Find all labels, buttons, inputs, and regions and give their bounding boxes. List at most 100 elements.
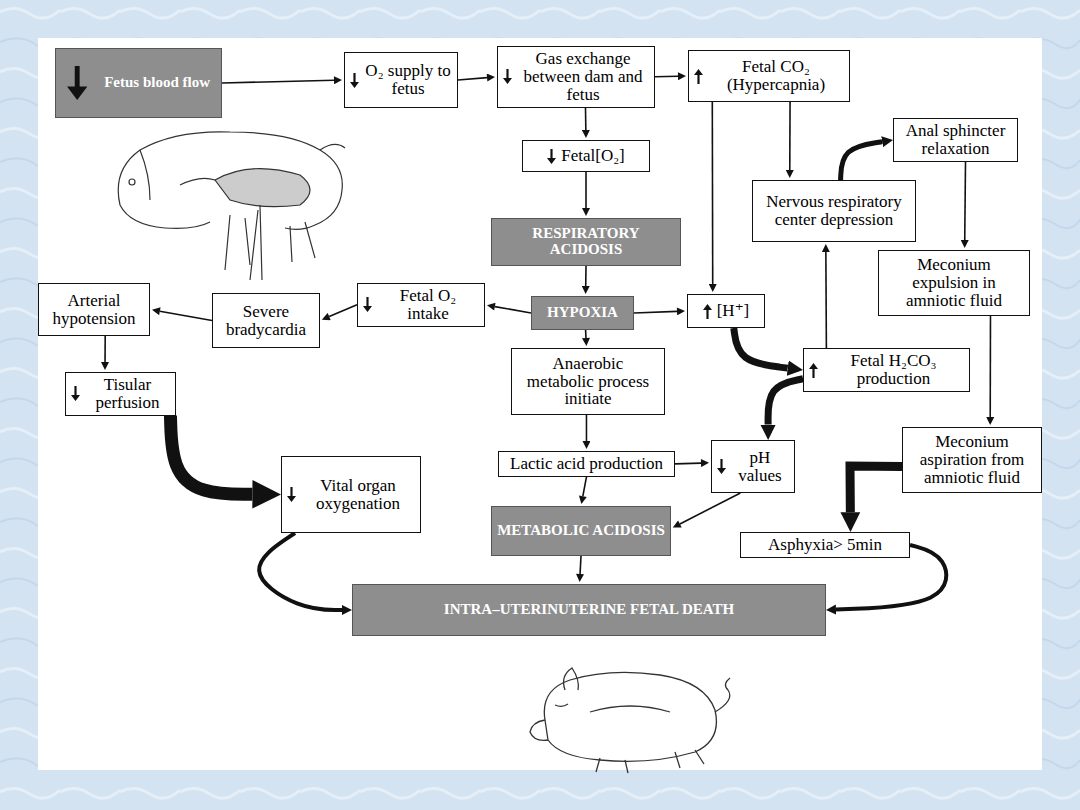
node-text: Severe bradycardia <box>218 303 314 339</box>
process-box: Nervous respiratory center depression <box>752 180 916 242</box>
flow-arrow <box>711 102 713 284</box>
text-wrap: Fetus blood flow <box>104 75 210 91</box>
process-box: Fetal[O₂] <box>522 140 650 172</box>
outcome-box: INTRA–UTERINUTERINE FETAL DEATH <box>352 584 826 636</box>
down-arrow-symbol <box>287 487 296 502</box>
arrow-symbol-shape <box>363 297 372 312</box>
flow-arrow <box>675 462 701 464</box>
text-wrap: Nervous respiratory center depression <box>758 193 910 229</box>
node-text: Fetal O₂ intake <box>377 287 479 323</box>
text-wrap: Lactic acid production <box>510 455 663 473</box>
process-box: Anal sphincter relaxation <box>893 118 1018 162</box>
text-wrap: Severe bradycardia <box>218 303 314 339</box>
white-panel <box>38 38 1042 770</box>
flow-arrow <box>655 75 678 77</box>
down-arrow-symbol <box>71 386 80 401</box>
flow-arrow <box>585 266 587 286</box>
node-text: RESPIRATORY ACIDOSIS <box>497 226 675 258</box>
node-text: Anal sphincter relaxation <box>899 122 1012 158</box>
node-text: Asphyxia> 5min <box>768 536 882 554</box>
input-box: Fetus blood flow <box>55 48 222 118</box>
node-text: Gas exchange between dam and fetus <box>517 50 649 104</box>
flow-arrow <box>585 330 587 338</box>
process-box: Vital organ oxygenation <box>281 456 421 533</box>
text-wrap: Fetal CO₂ (Hypercapnia) <box>708 58 844 94</box>
flow-arrow <box>458 78 487 80</box>
flow-arrow <box>259 533 342 610</box>
flow-arrow <box>585 108 587 130</box>
text-wrap: Meconium aspiration from amniotic fluid <box>908 433 1036 487</box>
down-arrow-symbol <box>363 297 372 312</box>
node-text: Anaerobic metabolic process initiate <box>517 355 659 409</box>
flow-arrow <box>585 172 587 208</box>
text-wrap: Asphyxia> 5min <box>768 536 882 554</box>
text-wrap: Arterial hypotension <box>44 292 144 328</box>
process-box: Fetal O₂ intake <box>357 283 485 327</box>
up-arrow-symbol <box>694 69 703 84</box>
arrow-symbol-shape <box>694 69 703 84</box>
flow-arrow <box>680 493 740 524</box>
text-wrap: INTRA–UTERINUTERINE FETAL DEATH <box>444 602 734 618</box>
text-wrap: Gas exchange between dam and fetus <box>517 50 649 104</box>
arrow-symbol-shape <box>809 363 818 378</box>
down-arrow-symbol <box>67 66 87 100</box>
up-arrow-symbol <box>703 304 712 319</box>
arrow-symbol-shape <box>703 304 712 319</box>
flow-arrow <box>850 466 902 512</box>
text-wrap: METABOLIC ACIDOSIS <box>497 523 665 539</box>
arrow-symbol-shape <box>287 487 296 502</box>
node-text: Meconium aspiration from amniotic fluid <box>908 433 1036 487</box>
arrow-symbol-shape <box>67 66 87 100</box>
process-box: Lactic acid production <box>498 451 675 477</box>
up-arrow-symbol <box>809 363 818 378</box>
flow-arrow <box>789 102 791 170</box>
flow-arrow <box>583 477 587 496</box>
state-box: HYPOXIA <box>531 296 634 330</box>
process-box: Anaerobic metabolic process initiate <box>511 348 665 415</box>
flow-arrow <box>579 556 582 574</box>
flow-arrow <box>160 311 212 320</box>
process-box: Fetal H₂CO₃ production <box>803 348 970 392</box>
process-box: Fetal CO₂ (Hypercapnia) <box>688 50 850 102</box>
flow-arrow <box>104 336 106 362</box>
node-text: HYPOXIA <box>547 305 618 321</box>
state-box: RESPIRATORY ACIDOSIS <box>491 218 681 266</box>
text-wrap: pH values <box>731 449 789 485</box>
node-text: O₂ supply to fetus <box>364 62 452 98</box>
node-text: pH values <box>731 449 789 485</box>
node-text: Lactic acid production <box>510 455 663 473</box>
node-text: Fetal H₂CO₃ production <box>823 352 964 388</box>
flow-arrow <box>586 415 588 441</box>
process-box: Tisular perfusion <box>65 372 176 416</box>
text-wrap: O₂ supply to fetus <box>364 62 452 98</box>
node-text: Nervous respiratory center depression <box>758 193 910 229</box>
text-wrap: Vital organ oxygenation <box>301 477 415 513</box>
process-box: Asphyxia> 5min <box>740 532 910 558</box>
state-box: METABOLIC ACIDOSIS <box>491 506 671 556</box>
node-text: Fetal[O₂] <box>561 147 625 165</box>
process-box: O₂ supply to fetus <box>344 52 458 108</box>
process-box: [H⁺] <box>687 294 765 328</box>
flow-arrow <box>768 379 803 425</box>
arrow-symbol-shape <box>503 69 512 84</box>
down-arrow-symbol <box>503 69 512 84</box>
arrow-symbol-shape <box>350 73 359 88</box>
text-wrap: Fetal[O₂] <box>561 147 625 165</box>
flow-arrow <box>989 316 991 417</box>
node-text: Fetus blood flow <box>104 75 210 91</box>
process-box: Gas exchange between dam and fetus <box>497 46 655 108</box>
node-text: Arterial hypotension <box>44 292 144 328</box>
node-text: Fetal CO₂ (Hypercapnia) <box>708 58 844 94</box>
process-box: Meconium aspiration from amniotic fluid <box>902 427 1042 493</box>
flow-arrow <box>825 252 827 348</box>
arrow-symbol-shape <box>717 459 726 474</box>
flow-arrow <box>964 162 966 240</box>
flow-arrow <box>495 307 531 313</box>
node-text: Vital organ oxygenation <box>301 477 415 513</box>
flow-arrow <box>734 328 788 368</box>
node-text: Tisular perfusion <box>85 376 170 412</box>
fetus-illustration <box>118 132 345 280</box>
text-wrap: RESPIRATORY ACIDOSIS <box>497 226 675 258</box>
